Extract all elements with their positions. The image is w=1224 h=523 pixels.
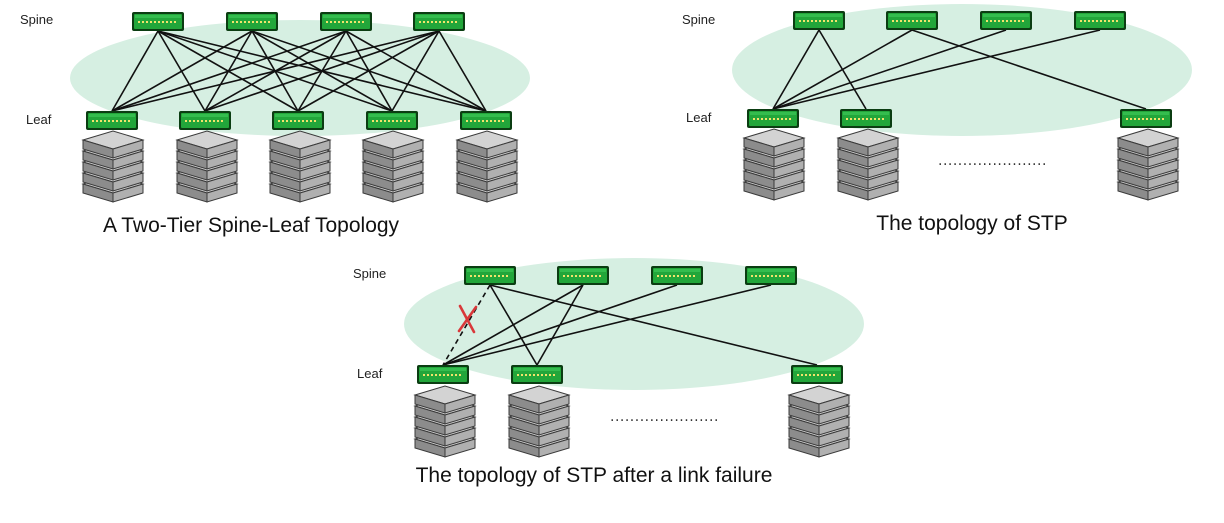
link-line xyxy=(772,29,1101,110)
network-switch-icon xyxy=(1120,109,1172,128)
link-line xyxy=(297,30,440,112)
leaf-label: Leaf xyxy=(686,110,712,125)
network-switch-icon xyxy=(886,11,938,30)
ellipsis-more-leaves: ...................... xyxy=(610,409,719,425)
link-line xyxy=(204,30,440,112)
network-switch-icon xyxy=(417,365,469,384)
network-switch-icon xyxy=(557,266,609,285)
spine-label: Spine xyxy=(353,266,386,281)
network-switch-icon xyxy=(226,12,278,31)
link-line xyxy=(489,284,818,366)
server-stack-icon xyxy=(457,131,517,202)
network-switch-icon xyxy=(86,111,138,130)
network-switch-icon xyxy=(272,111,324,130)
server-stack-icon xyxy=(363,131,423,202)
network-switch-icon xyxy=(460,111,512,130)
caption-stp-failure: The topology of STP after a link failure xyxy=(416,464,773,487)
server-stack-icon xyxy=(415,386,475,457)
link-line xyxy=(772,29,820,110)
link-line xyxy=(772,29,1007,110)
network-switch-icon xyxy=(793,11,845,30)
link-line xyxy=(442,284,584,366)
server-stack-icon xyxy=(509,386,569,457)
network-switch-icon xyxy=(179,111,231,130)
link-line xyxy=(111,30,159,112)
network-switch-icon xyxy=(511,365,563,384)
network-switch-icon xyxy=(320,12,372,31)
caption-full-mesh: A Two-Tier Spine-Leaf Topology xyxy=(103,214,400,237)
network-switch-icon xyxy=(651,266,703,285)
server-stack-icon xyxy=(789,386,849,457)
failed-link xyxy=(442,284,491,366)
x-mark-icon xyxy=(457,304,478,334)
full-mesh-topology: Spine Leaf A Two-Tier Spine-Leaf Topolog… xyxy=(20,12,530,237)
network-switch-icon xyxy=(1074,11,1126,30)
network-switch-icon xyxy=(840,109,892,128)
spine-label: Spine xyxy=(20,12,53,27)
server-stack-icon xyxy=(1118,129,1178,200)
network-switch-icon xyxy=(132,12,184,31)
leaf-label: Leaf xyxy=(357,366,383,381)
server-stack-icon xyxy=(744,129,804,200)
link-line xyxy=(111,30,440,112)
stp-failure-topology: Spine Leaf ...................... The to… xyxy=(353,258,864,487)
leaf-label: Leaf xyxy=(26,112,52,127)
spine-leaf-links xyxy=(442,284,818,366)
link-line xyxy=(911,29,1147,110)
link-line xyxy=(111,30,253,112)
server-stack-icon xyxy=(270,131,330,202)
caption-stp: The topology of STP xyxy=(876,212,1067,235)
ellipsis-more-leaves: ...................... xyxy=(938,153,1047,169)
stp-topology: Spine Leaf ...................... The to… xyxy=(682,4,1192,235)
network-switch-icon xyxy=(413,12,465,31)
cloud-background xyxy=(732,4,1192,136)
spine-leaf-links xyxy=(772,29,1147,110)
spine-leaf-links xyxy=(111,30,487,112)
network-switch-icon xyxy=(791,365,843,384)
spine-label: Spine xyxy=(682,12,715,27)
network-switch-icon xyxy=(745,266,797,285)
server-stack-icon xyxy=(83,131,143,202)
link-line xyxy=(772,29,913,110)
link-line xyxy=(438,30,487,112)
network-switch-icon xyxy=(747,109,799,128)
network-switch-icon xyxy=(464,266,516,285)
network-switch-icon xyxy=(980,11,1032,30)
server-stack-icon xyxy=(838,129,898,200)
network-switch-icon xyxy=(366,111,418,130)
link-line xyxy=(111,30,347,112)
link-line xyxy=(442,284,678,366)
server-stack-icon xyxy=(177,131,237,202)
link-line xyxy=(391,30,440,112)
link-line xyxy=(442,284,772,366)
